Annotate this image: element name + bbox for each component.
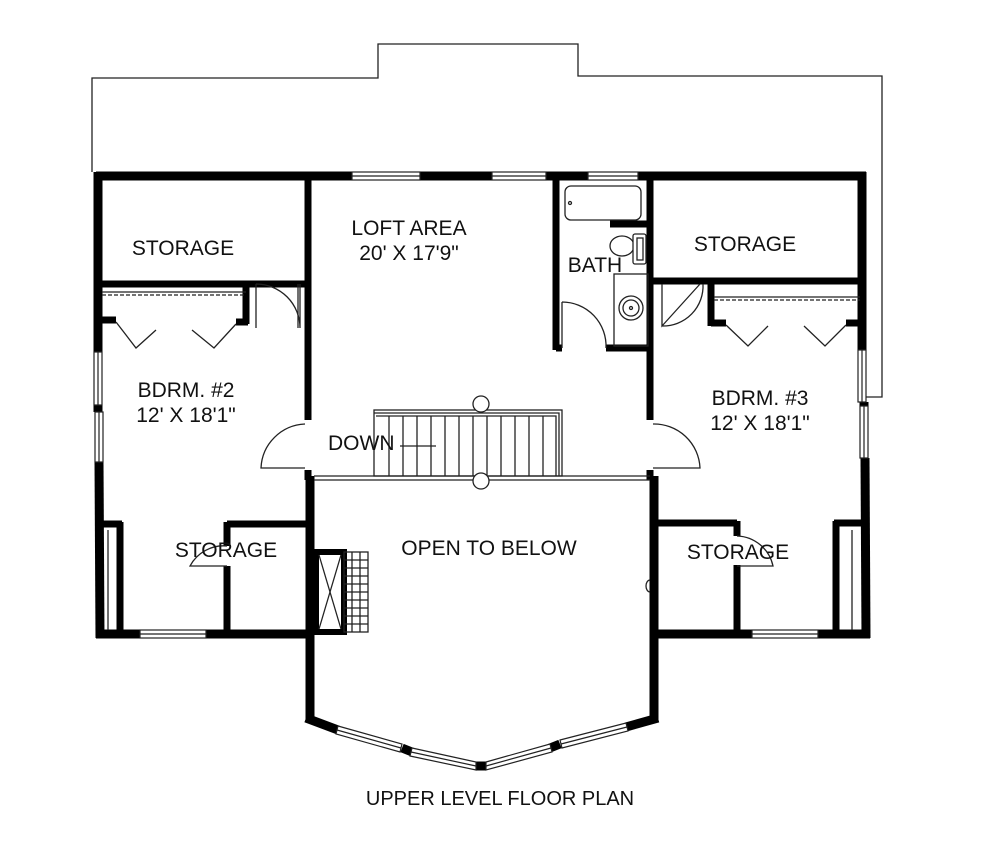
- room-label-loft: LOFT AREA 20' X 17'9": [344, 216, 474, 266]
- room-label-storage-bottom-left: STORAGE: [164, 538, 288, 563]
- room-name: OPEN TO BELOW: [401, 537, 577, 560]
- room-name: STORAGE: [686, 541, 790, 564]
- plan-title: UPPER LEVEL FLOOR PLAN: [365, 788, 635, 810]
- room-label-bedroom-2: BDRM. #2 12' X 18'1": [126, 378, 246, 428]
- exterior-walls: [93, 171, 871, 771]
- room-label-bath: BATH: [560, 253, 630, 278]
- stairs: [373, 395, 563, 490]
- room-label-bedroom-3: BDRM. #3 12' X 18'1": [700, 386, 820, 436]
- room-label-storage-bottom-right: STORAGE: [676, 540, 800, 565]
- room-label-open-to-below: OPEN TO BELOW: [384, 536, 594, 561]
- room-label-storage-top-left: STORAGE: [118, 236, 248, 261]
- stairs-direction: DOWN: [328, 432, 395, 455]
- room-name: LOFT AREA: [351, 217, 467, 240]
- room-dimensions: 20' X 17'9": [359, 242, 459, 265]
- interior-details: [102, 283, 860, 633]
- room-name: BDRM. #2: [137, 379, 235, 402]
- windows: [93, 171, 869, 771]
- room-name: BATH: [567, 254, 623, 277]
- bath-fixtures: [564, 185, 649, 347]
- room-dimensions: 12' X 18'1": [136, 404, 236, 427]
- room-dimensions: 12' X 18'1": [710, 412, 810, 435]
- room-label-storage-top-right: STORAGE: [680, 232, 810, 257]
- room-name: STORAGE: [174, 539, 278, 562]
- stairs-label-down: DOWN: [328, 431, 402, 456]
- roof-outline: [91, 43, 883, 398]
- room-name: STORAGE: [693, 233, 797, 256]
- room-name: STORAGE: [131, 237, 235, 260]
- room-name: BDRM. #3: [711, 387, 809, 410]
